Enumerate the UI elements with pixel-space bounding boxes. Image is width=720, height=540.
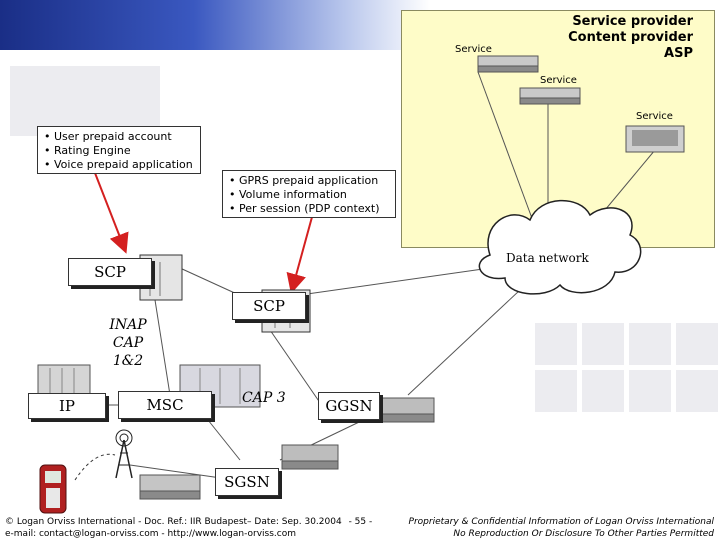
red-arrow (94, 172, 129, 254)
red-arrow (286, 216, 313, 294)
service-label: Service (636, 111, 673, 122)
list-item: Per session (PDP context) (229, 202, 389, 216)
ip-tag: IP (28, 393, 106, 419)
background-panel (535, 323, 577, 365)
scp-description-box: User prepaid account Rating Engine Voice… (37, 126, 201, 174)
link-line (407, 289, 521, 396)
cap3-label: CAP 3 (242, 390, 286, 406)
footer-copyright: © Logan Orviss International - Doc. Ref.… (5, 516, 372, 528)
gprs-description-box: GPRS prepaid application Volume informat… (222, 170, 396, 218)
inap-line-2: CAP 1&2 (112, 335, 144, 369)
provider-title: Service provider Content provider ASP (540, 14, 693, 62)
footer-copyright-text: © Logan Orviss International - Doc. Ref.… (5, 517, 342, 527)
background-panel (676, 370, 718, 412)
background-panel (582, 370, 624, 412)
background-panel (535, 370, 577, 412)
msc-tag: MSC (118, 391, 212, 419)
mobile-phone-icon (39, 464, 67, 514)
link-line (269, 329, 326, 411)
list-item: User prepaid account (44, 130, 194, 144)
sgsn-tag: SGSN (215, 468, 279, 496)
page-number: - 55 - (348, 517, 373, 527)
data-network-cloud (478, 199, 642, 295)
background-panel (629, 323, 671, 365)
footer-contact: e-mail: contact@logan-orviss.com - http:… (5, 529, 296, 539)
list-item: GPRS prepaid application (229, 174, 389, 188)
background-panel (582, 323, 624, 365)
background-panel (676, 323, 718, 365)
service-label: Service (455, 44, 492, 55)
ggsn-tag: GGSN (318, 392, 380, 420)
footer-right: Proprietary & Confidential Information o… (409, 516, 714, 540)
header-banner (0, 0, 430, 50)
footer-disclosure: No Reproduction Or Disclosure To Other P… (453, 529, 714, 539)
inap-label: INAP CAP 1&2 (98, 316, 158, 370)
inap-line-1: INAP (109, 317, 147, 333)
provider-line-2: Content provider (568, 30, 693, 45)
scp-left-tag: SCP (68, 258, 152, 286)
link-line (299, 267, 491, 296)
antenna-tower-icon (115, 429, 133, 479)
scp-center-tag: SCP (232, 292, 306, 320)
list-item: Volume information (229, 188, 389, 202)
link-line (477, 71, 541, 241)
list-item: Voice prepaid application (44, 158, 194, 172)
footer-confidential: Proprietary & Confidential Information o… (408, 517, 714, 527)
list-item: Rating Engine (44, 144, 194, 158)
data-network-label: Data network (506, 251, 589, 265)
provider-line-1: Service provider (572, 14, 693, 29)
background-panel (629, 370, 671, 412)
link-line (154, 299, 171, 396)
background-panel (10, 66, 160, 136)
radio-link (74, 453, 116, 481)
footer-left: © Logan Orviss International - Doc. Ref.… (5, 516, 372, 540)
provider-line-3: ASP (664, 46, 693, 61)
service-label: Service (540, 75, 577, 86)
